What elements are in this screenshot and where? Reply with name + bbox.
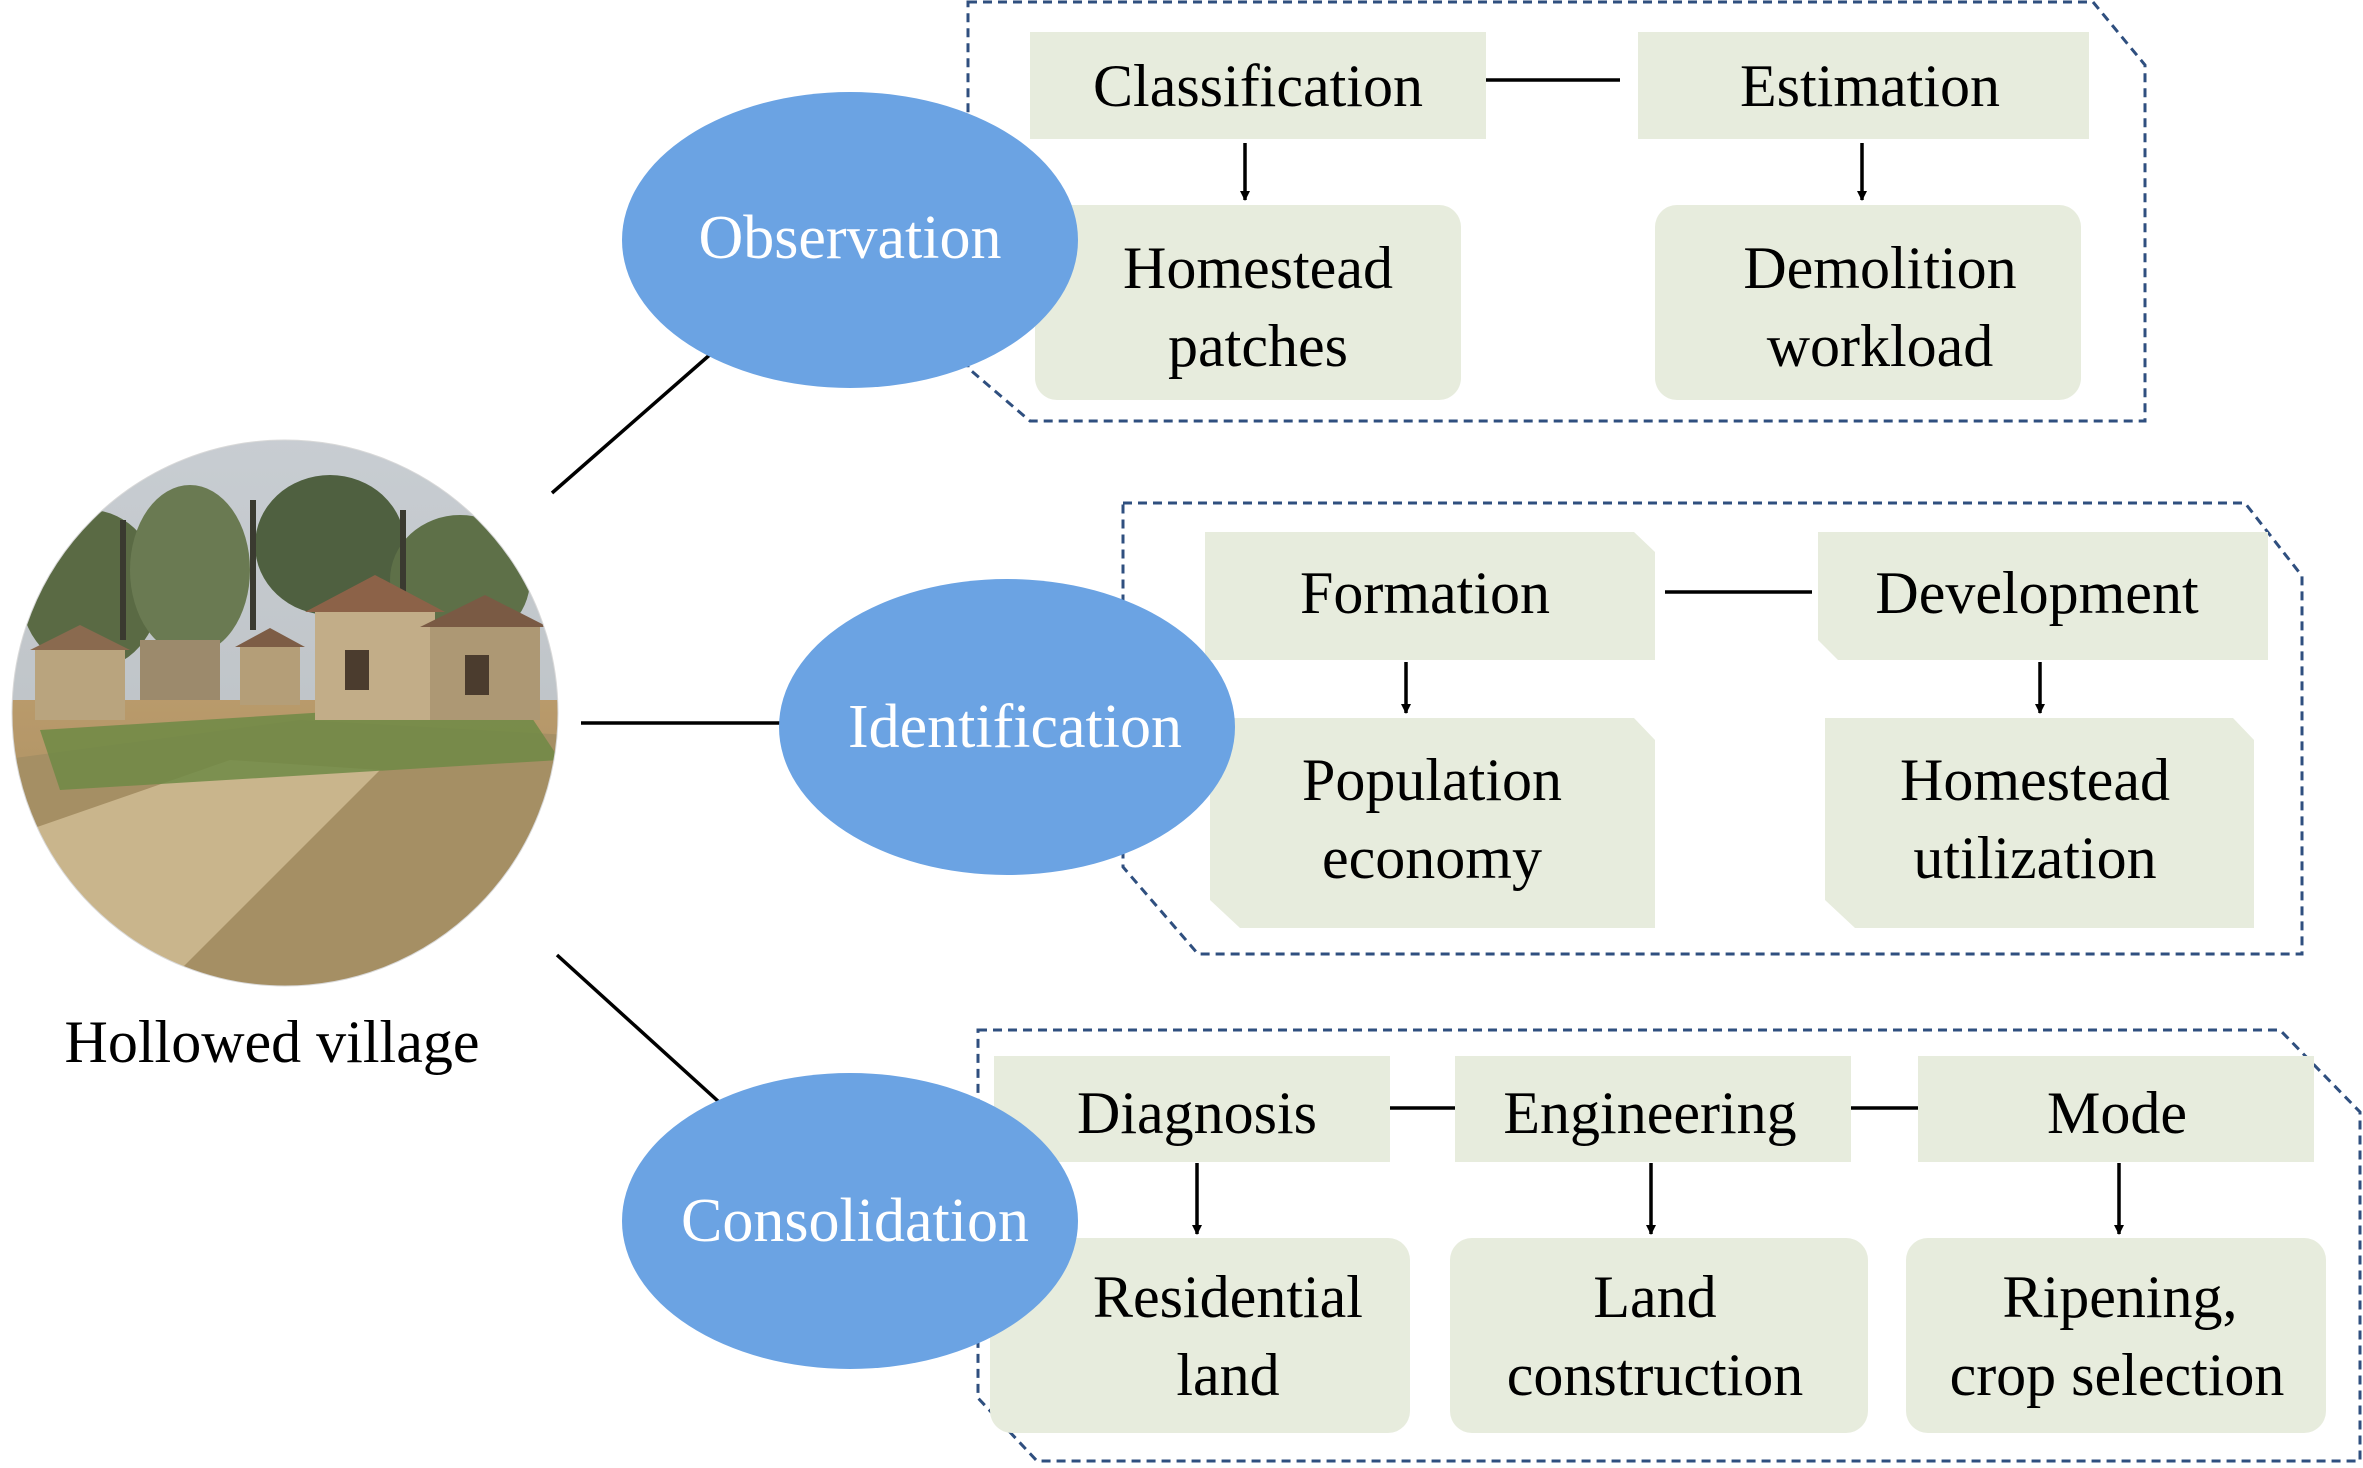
consolidation-ellipse [622, 1073, 1078, 1369]
residential-land-line1: Residential [1093, 1264, 1363, 1330]
connector-consolidation [555, 953, 721, 1104]
ripening-crop-selection-line2: crop selection [1950, 1342, 2285, 1408]
demolition-workload-box [1655, 205, 2081, 400]
identification-ellipse [779, 579, 1235, 875]
homestead-patches-line1: Homestead [1123, 235, 1393, 301]
estimation-label: Estimation [1740, 53, 2000, 119]
homestead-patches-box [1035, 205, 1461, 400]
residential-land-line2: land [1176, 1342, 1279, 1408]
population-economy-box [1210, 718, 1655, 928]
development-label: Development [1875, 560, 2199, 626]
land-construction-line2: construction [1507, 1342, 1804, 1408]
ripening-crop-selection-box [1906, 1238, 2326, 1433]
observation-group-border [966, 0, 2147, 423]
diagnosis-label: Diagnosis [1077, 1080, 1317, 1146]
engineering-box [1455, 1056, 1851, 1162]
identification-group: Formation Development Population economy… [779, 532, 2268, 928]
identification-title: Identification [848, 693, 1182, 761]
homestead-utilization-line1: Homestead [1900, 747, 2170, 813]
estimation-box [1638, 32, 2089, 139]
classification-label: Classification [1093, 53, 1423, 119]
homestead-utilization-line2: utilization [1913, 825, 2156, 891]
diagnosis-box [994, 1056, 1390, 1162]
mode-label: Mode [2047, 1080, 2187, 1146]
land-construction-box [1450, 1238, 1868, 1433]
identification-group-border [1121, 501, 2304, 956]
observation-title: Observation [698, 204, 1001, 272]
population-economy-line1: Population [1302, 747, 1562, 813]
classification-box [1030, 32, 1486, 139]
village-label: Hollowed village [65, 1009, 480, 1075]
consolidation-title: Consolidation [681, 1187, 1029, 1255]
hollowed-village-photo [12, 440, 558, 986]
residential-land-box [990, 1238, 1410, 1433]
development-box [1818, 532, 2268, 660]
connector-observation [550, 350, 715, 495]
mode-box [1918, 1056, 2314, 1162]
engineering-label: Engineering [1503, 1080, 1796, 1146]
ripening-crop-selection-line1: Ripening, [2003, 1264, 2238, 1330]
formation-label: Formation [1300, 560, 1550, 626]
consolidation-group: Diagnosis Engineering Mode Residential l… [622, 1056, 2326, 1433]
observation-ellipse [622, 92, 1078, 388]
population-economy-line2: economy [1322, 825, 1542, 891]
land-construction-line1: Land [1593, 1264, 1716, 1330]
homestead-patches-line2: patches [1168, 313, 1348, 379]
village-photo-frame [11, 439, 559, 987]
demolition-workload-line1: Demolition [1743, 235, 2016, 301]
homestead-utilization-box [1825, 718, 2254, 928]
observation-group: Classification Estimation Homestead patc… [622, 32, 2089, 400]
formation-box [1205, 532, 1655, 660]
demolition-workload-line2: workload [1767, 313, 1994, 379]
